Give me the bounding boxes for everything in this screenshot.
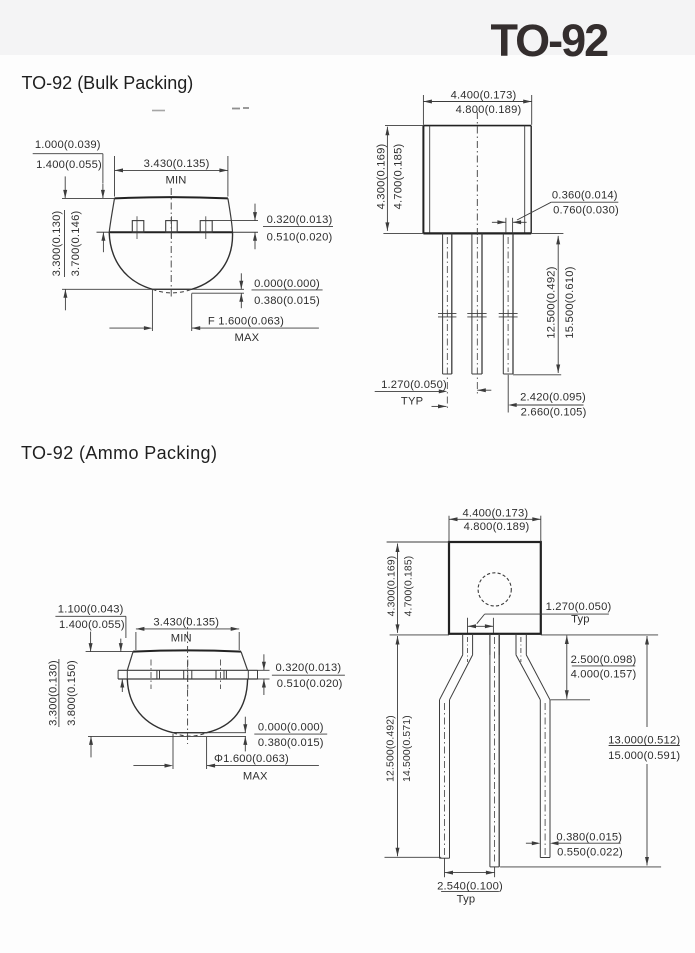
svg-text:1.000(0.039): 1.000(0.039) bbox=[35, 139, 101, 151]
svg-text:0.510(0.020): 0.510(0.020) bbox=[277, 678, 343, 690]
svg-text:2.660(0.105): 2.660(0.105) bbox=[521, 407, 587, 419]
svg-text:0.320(0.013): 0.320(0.013) bbox=[267, 214, 333, 226]
svg-text:3.430(0.135): 3.430(0.135) bbox=[144, 158, 210, 170]
svg-text:2.500(0.098): 2.500(0.098) bbox=[571, 654, 637, 666]
svg-text:1.270(0.050): 1.270(0.050) bbox=[381, 379, 447, 391]
svg-text:1.270(0.050): 1.270(0.050) bbox=[546, 601, 612, 613]
svg-text:MAX: MAX bbox=[234, 332, 259, 344]
svg-text:0.510(0.020): 0.510(0.020) bbox=[267, 232, 333, 244]
svg-text:13.000(0.512): 13.000(0.512) bbox=[608, 734, 680, 746]
svg-text:3.800(0.150): 3.800(0.150) bbox=[66, 660, 78, 726]
svg-text:0.550(0.022): 0.550(0.022) bbox=[557, 846, 623, 858]
svg-text:1.100(0.043): 1.100(0.043) bbox=[58, 603, 124, 615]
svg-text:Φ1.600(0.063): Φ1.600(0.063) bbox=[214, 753, 289, 765]
svg-text:0.380(0.015): 0.380(0.015) bbox=[258, 737, 324, 749]
svg-text:2.540(0.100): 2.540(0.100) bbox=[437, 880, 503, 892]
svg-text:4.800(0.189): 4.800(0.189) bbox=[464, 521, 530, 533]
svg-text:15.000(0.591): 15.000(0.591) bbox=[608, 750, 680, 762]
svg-text:3.300(0.130): 3.300(0.130) bbox=[51, 211, 63, 277]
svg-text:0.000(0.000): 0.000(0.000) bbox=[258, 722, 324, 734]
svg-text:4.300(0.169): 4.300(0.169) bbox=[387, 556, 398, 617]
svg-text:4.400(0.173): 4.400(0.173) bbox=[451, 90, 517, 102]
svg-text:12.500(0.492): 12.500(0.492) bbox=[385, 715, 396, 782]
svg-text:0.380(0.015): 0.380(0.015) bbox=[254, 295, 320, 307]
svg-text:3.300(0.130): 3.300(0.130) bbox=[47, 660, 59, 726]
svg-text:1.400(0.055): 1.400(0.055) bbox=[36, 159, 102, 171]
svg-text:Typ: Typ bbox=[457, 894, 476, 906]
svg-text:14.500(0.571): 14.500(0.571) bbox=[402, 715, 413, 782]
svg-text:1.400(0.055): 1.400(0.055) bbox=[59, 619, 125, 631]
svg-text:TO-92: TO-92 bbox=[490, 15, 608, 66]
svg-text:0.380(0.015): 0.380(0.015) bbox=[556, 832, 622, 844]
svg-text:4.800(0.189): 4.800(0.189) bbox=[456, 104, 522, 116]
svg-text:15.500(0.610): 15.500(0.610) bbox=[564, 266, 576, 338]
svg-text:TO-92 (Bulk Packing): TO-92 (Bulk Packing) bbox=[22, 73, 194, 93]
svg-text:12.500(0.492): 12.500(0.492) bbox=[545, 266, 557, 338]
svg-text:4.700(0.185): 4.700(0.185) bbox=[403, 556, 414, 617]
svg-text:4.000(0.157): 4.000(0.157) bbox=[571, 668, 637, 680]
svg-text:4.700(0.185): 4.700(0.185) bbox=[392, 144, 404, 210]
svg-text:0.760(0.030): 0.760(0.030) bbox=[553, 205, 619, 217]
svg-text:4.300(0.169): 4.300(0.169) bbox=[376, 144, 388, 210]
svg-text:TYP: TYP bbox=[401, 396, 423, 408]
svg-text:MAX: MAX bbox=[243, 771, 268, 783]
svg-text:3.700(0.146): 3.700(0.146) bbox=[70, 211, 82, 277]
svg-text:TO-92 (Ammo Packing): TO-92 (Ammo Packing) bbox=[21, 443, 217, 463]
svg-text:Typ: Typ bbox=[571, 614, 590, 626]
svg-text:F 1.600(0.063): F 1.600(0.063) bbox=[208, 315, 284, 327]
svg-text:4.400(0.173): 4.400(0.173) bbox=[462, 507, 528, 519]
svg-text:3.430(0.135): 3.430(0.135) bbox=[153, 616, 219, 628]
svg-text:MIN: MIN bbox=[165, 175, 186, 187]
svg-text:0.000(0.000): 0.000(0.000) bbox=[254, 278, 320, 290]
svg-text:2.420(0.095): 2.420(0.095) bbox=[520, 391, 586, 403]
svg-text:MIN: MIN bbox=[171, 633, 192, 645]
svg-text:0.360(0.014): 0.360(0.014) bbox=[552, 190, 618, 202]
svg-text:0.320(0.013): 0.320(0.013) bbox=[275, 662, 341, 674]
